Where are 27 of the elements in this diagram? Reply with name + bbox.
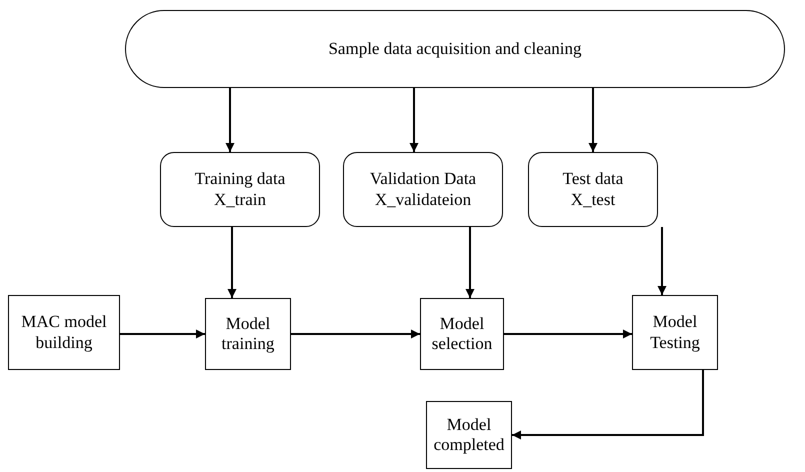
arrow [512, 370, 704, 440]
process-box [632, 295, 718, 370]
arrow [120, 330, 205, 338]
arrow [226, 88, 234, 152]
data-box [343, 152, 503, 227]
process-box [426, 401, 512, 469]
arrow [504, 330, 632, 338]
process-box [205, 298, 291, 370]
node-label: Model training [220, 314, 276, 354]
arrow [466, 227, 474, 298]
arrow [588, 88, 598, 152]
node-label: MAC model building [20, 312, 108, 353]
node-label: Sample data acquisition and cleaning [328, 38, 582, 60]
node-label: Model Testing [649, 312, 701, 353]
data-box [528, 152, 658, 227]
arrow [410, 88, 418, 152]
node-label: Validation Data X_validateion [368, 169, 478, 210]
node-label: Model selection [430, 314, 494, 354]
arrow [658, 227, 666, 295]
node-label: Training data X_train [194, 169, 286, 210]
arrow [228, 227, 236, 298]
arrow [291, 330, 420, 338]
process-box [420, 298, 504, 370]
data-box [160, 152, 320, 227]
process-box [8, 295, 120, 370]
node-label: Model completed [432, 414, 506, 456]
node-label: Test data X_test [562, 169, 624, 210]
